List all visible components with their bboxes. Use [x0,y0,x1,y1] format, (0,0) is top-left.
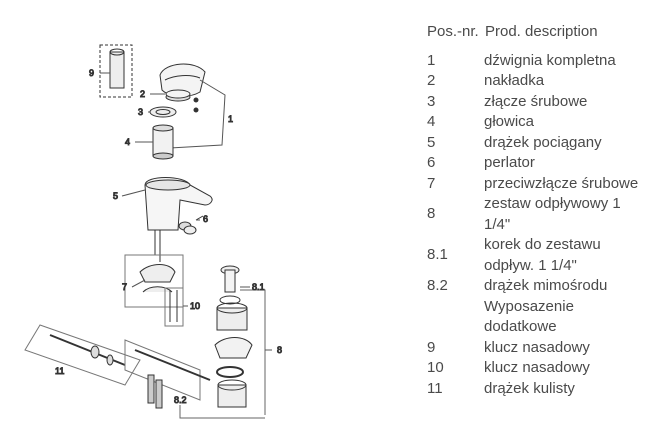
part-number: 11 [427,379,443,397]
part-number: 9 [427,338,436,356]
parts-list: Pos.-nr. Prod. description 1 dźwignia kom… [427,22,642,399]
callout-6: 6 [203,214,208,224]
part-description: drążek kulisty [484,379,575,397]
callout-11: 11 [55,366,64,376]
part-description: drążek pociągany [484,133,602,151]
part-number: 3 [427,92,436,110]
part-8-waste-set [124,265,266,419]
part-description: klucz nasadowy [484,338,590,356]
parts-list-row: 8.1 korek do zestawu odpływ. 1 1/4" [427,235,642,276]
parts-list-row: Wyposazenie dodatkowe [427,297,642,338]
parts-list-row: 10 klucz nasadowy [427,358,642,379]
header-description: Prod. description [485,23,598,40]
parts-list-row: 11 drążek kulisty [427,379,642,400]
part-6-aerator [178,215,204,235]
part-5-faucet-body [144,177,213,262]
part-number: 1 [427,51,436,69]
part-description: przeciwzłącze śrubowe [484,174,639,192]
callout-2: 2 [140,89,145,99]
part-description: nakładka [484,72,545,89]
header-pos-nr: Pos.-nr. [427,23,479,40]
callout-4: 4 [125,137,130,147]
callout-8-2: 8.2 [174,395,187,405]
part-11-ball-rod [24,324,141,386]
part-description: perlator [484,154,535,171]
parts-list-row: 1 dźwignia kompletna [427,51,642,72]
part-number: 7 [427,174,436,192]
part-description: Wyposazenie dodatkowe [484,297,574,336]
parts-list-row: 3 złącze śrubowe [427,92,642,113]
part-number: 8 [427,205,436,223]
part-7-counter-nut [124,254,184,308]
parts-list-row: 4 głowica [427,112,642,133]
callout-1: 1 [228,114,233,124]
part-number: 10 [427,359,444,376]
part-description: korek do zestawu odpływ. 1 1/4" [484,236,601,274]
callout-7: 7 [122,282,127,292]
part-description: drążek mimośrodu [484,277,608,294]
part-description: klucz nasadowy [484,359,590,376]
parts-list-row: 9 klucz nasadowy [427,338,642,359]
part-number: 6 [427,154,436,171]
leader-lines [100,72,272,351]
callout-5: 5 [113,191,118,201]
callout-3: 3 [138,107,143,117]
part-number: 5 [427,133,436,151]
parts-list-row: 8.2 drążek mimośrodu [427,276,642,297]
part-3-screw-joint [149,106,199,118]
part-10-socket-wrench [164,287,184,327]
callout-9: 9 [89,68,94,78]
part-2-cap [165,89,199,103]
part-description: dźwignia kompletna [484,51,616,69]
parts-list-row: 5 drążek pociągany [427,133,642,154]
callout-8: 8 [277,345,282,355]
parts-list-row: 8 zestaw odpływowy 1 1/4" [427,194,642,235]
part-number: 4 [427,113,436,130]
parts-list-row: 2 nakładka [427,71,642,92]
part-number: 2 [427,72,436,89]
part-number: 8.1 [427,246,448,264]
part-description: złącze śrubowe [484,92,588,110]
part-9-socket-wrench [99,44,133,98]
callout-10: 10 [190,301,200,311]
part-description: głowica [484,113,535,130]
parts-list-row: 6 perlator [427,153,642,174]
part-number: 8.2 [427,277,448,294]
exploded-parts-diagram: 9 2 3 1 4 5 6 7 10 8.1 8 11 8.2 [24,44,283,419]
parts-list-header: Pos.-nr. Prod. description [427,22,642,43]
part-4-cartridge [152,124,174,160]
callout-8-1: 8.1 [252,282,265,292]
part-description: zestaw odpływowy 1 1/4" [484,195,621,233]
parts-list-row: 7 przeciwzłącze śrubowe [427,174,642,195]
